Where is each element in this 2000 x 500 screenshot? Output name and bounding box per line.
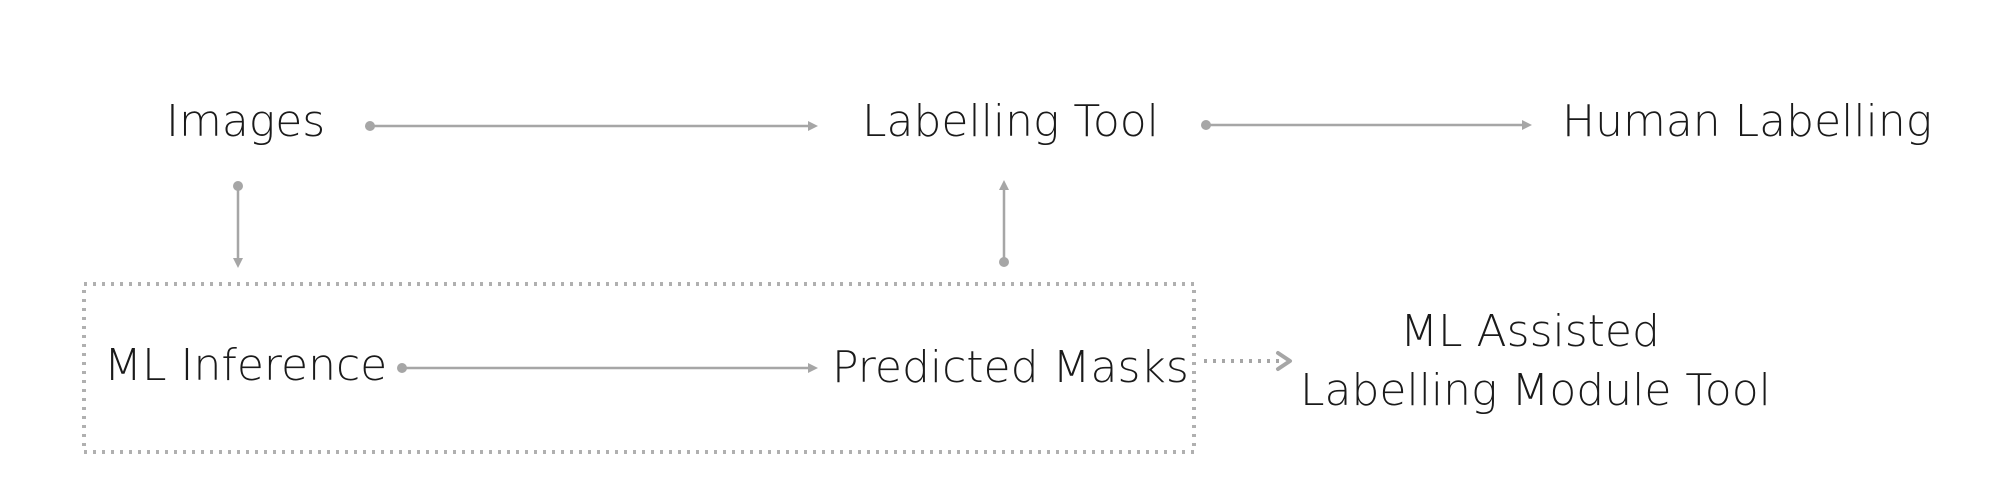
node-images: Images <box>166 96 326 147</box>
node-human-labelling: Human Labelling <box>1562 96 1933 147</box>
connector-images-to-labelling-tool <box>365 121 818 131</box>
module-title: ML Assisted Labelling Module Tool <box>1300 302 1771 421</box>
module-title-line2: Labelling Module Tool <box>1300 365 1771 417</box>
connector-ml-inference-to-predicted-masks <box>397 363 818 373</box>
connector-labelling-tool-to-human-labelling <box>1201 120 1532 130</box>
node-predicted-masks: Predicted Masks <box>832 342 1189 393</box>
connector-images-to-ml-module <box>233 181 243 268</box>
node-labelling-tool: Labelling Tool <box>862 96 1159 147</box>
connector-predicted-masks-to-labelling-tool <box>999 180 1009 267</box>
node-ml-inference: ML Inference <box>104 340 388 391</box>
dotted-arrow-to-module-label <box>1204 351 1292 371</box>
module-title-line1: ML Assisted <box>1400 306 1660 357</box>
